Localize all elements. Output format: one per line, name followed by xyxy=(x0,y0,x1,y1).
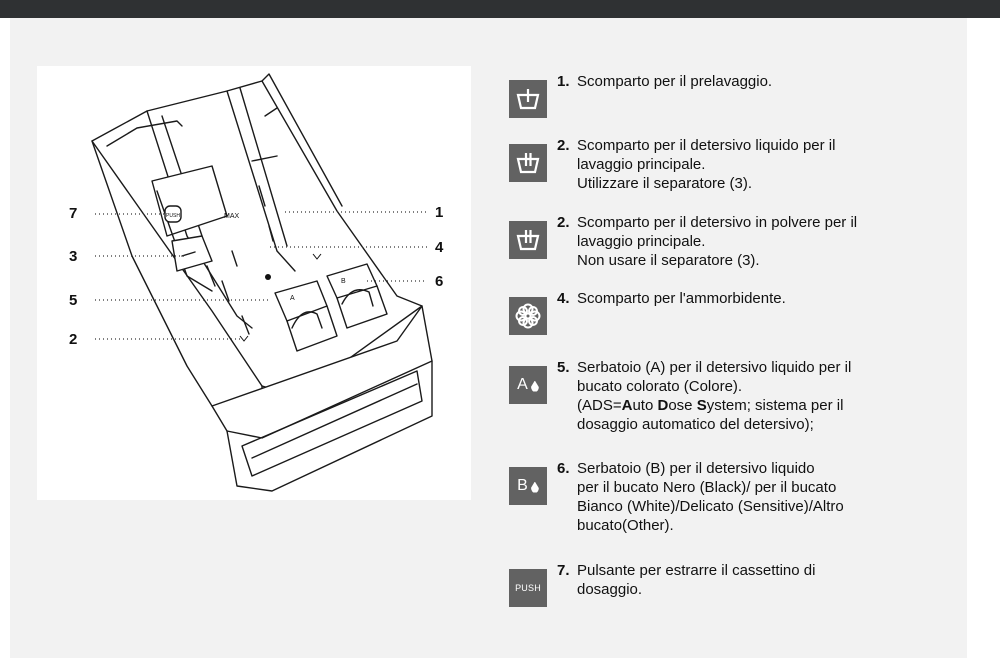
item-text: Scomparto per il detersivo in polvere pe… xyxy=(577,214,858,269)
drop-icon xyxy=(530,481,539,493)
main-wash-powder-icon xyxy=(509,221,547,259)
callout-7: 7 xyxy=(69,205,78,222)
callout-4: 4 xyxy=(435,239,444,256)
item-number: 4. xyxy=(557,290,570,307)
softener-mark xyxy=(265,274,271,280)
drawer-illustration: PUSH MAX A B xyxy=(91,73,433,492)
max-mark: MAX xyxy=(224,213,240,220)
item-number: 1. xyxy=(557,73,570,90)
item-number: 2. xyxy=(557,137,570,154)
legend-item-4: 4. Scomparto per l'ammorbidente. xyxy=(509,289,949,335)
top-bar xyxy=(0,0,1000,18)
legend-item-7: PUSH 7. Pulsante per estrarre il cassett… xyxy=(509,561,949,607)
tank-b-mark: B xyxy=(341,278,346,285)
item-number: 5. xyxy=(557,359,570,376)
callout-3: 3 xyxy=(69,248,78,265)
softener-flower-icon xyxy=(509,297,547,335)
item-text: Pulsante per estrarre il cassettino di d… xyxy=(577,562,816,598)
callout-2: 2 xyxy=(69,331,78,348)
item-number: 2. xyxy=(557,214,570,231)
callout-6: 6 xyxy=(435,273,444,290)
tank-a-mark: A xyxy=(290,295,295,302)
legend-item-6: B 6. Serbatoio (B) per il detersivo liqu… xyxy=(509,459,949,535)
push-button-icon: PUSH xyxy=(509,569,547,607)
item-text: Serbatoio (A) per il detersivo liquido p… xyxy=(577,359,852,433)
item-text: Serbatoio (B) per il detersivo liquido p… xyxy=(577,460,844,534)
main-wash-liquid-icon xyxy=(509,144,547,182)
drop-icon xyxy=(530,380,539,392)
callout-1: 1 xyxy=(435,204,444,221)
item-text: Scomparto per il prelavaggio. xyxy=(577,73,773,90)
prewash-mark xyxy=(312,253,322,260)
push-button-drawing: PUSH xyxy=(164,205,182,223)
detergent-drawer-figure: PUSH MAX A B xyxy=(37,66,471,500)
callout-5: 5 xyxy=(69,292,78,309)
svg-text:PUSH: PUSH xyxy=(166,213,180,219)
legend-item-2-powder: 2. Scomparto per il detersivo in polvere… xyxy=(509,213,949,270)
legend-item-5: A 5. Serbatoio (A) per il detersivo liqu… xyxy=(509,358,949,434)
tank-a-icon: A xyxy=(509,366,547,404)
prewash-icon xyxy=(509,80,547,118)
legend-item-2-liquid: 2. Scomparto per il detersivo liquido pe… xyxy=(509,136,949,193)
item-text: Scomparto per il detersivo liquido per i… xyxy=(577,137,836,192)
main-wash-mark xyxy=(239,335,249,342)
item-number: 6. xyxy=(557,460,570,477)
legend-item-1: 1. Scomparto per il prelavaggio. xyxy=(509,72,949,118)
item-text: Scomparto per l'ammorbidente. xyxy=(577,290,786,307)
ads-line: (ADS=Auto Dose System; sistema per il xyxy=(577,397,844,414)
tank-b-icon: B xyxy=(509,467,547,505)
item-number: 7. xyxy=(557,562,570,579)
